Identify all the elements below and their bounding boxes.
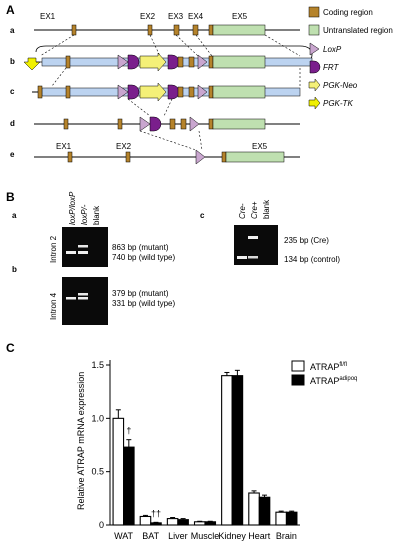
y-tick-label: 1.0 (91, 413, 104, 423)
legend-pgk-tk-icon (308, 96, 321, 110)
lane-label-loxp-minus: loxP/- (80, 204, 89, 225)
lane-label-blank-right: blank (262, 199, 271, 219)
gel-label-intron2: Intron 2 (49, 235, 58, 263)
legend-label-adipoq: ATRAPadipoq (310, 376, 357, 386)
band-label-control: 134 bp (control) (284, 255, 340, 264)
bar (166, 518, 179, 526)
bar (231, 375, 244, 526)
legend-label-frt: FRT (323, 63, 340, 72)
x-tick-label: BAT (142, 531, 159, 541)
guides-b-c (51, 67, 301, 87)
row-e-exon-label-2: EX2 (116, 142, 132, 151)
row-label-e: e (10, 150, 15, 159)
bar (123, 446, 135, 526)
bar (285, 511, 298, 526)
legend-label-utr: Untranslated region (323, 26, 393, 35)
significance-mark: † (126, 426, 131, 436)
gene-row-e (34, 149, 300, 165)
gene-row-d (34, 116, 300, 132)
exon-label-3: EX3 (168, 12, 184, 21)
row-e-exon-label-1: EX1 (56, 142, 72, 151)
gel-intron2 (62, 227, 108, 267)
band-label-cre: 235 bp (Cre) (284, 236, 329, 245)
legend-panel-a: Coding region Untranslated region LoxP F… (308, 6, 393, 110)
panel-label-b: B (6, 190, 15, 204)
subpanel-label-b-a: a (12, 211, 17, 220)
x-tick-label: Brain (276, 531, 297, 541)
legend-swatch-flfl (291, 360, 305, 372)
legend-swatch-utr (308, 24, 320, 36)
legend-pgk-neo-icon (308, 78, 321, 92)
significance-mark: †† (151, 508, 161, 518)
guides-a-b (39, 34, 301, 57)
exon-label-1: EX1 (40, 12, 56, 21)
x-tick-label: Muscle (191, 531, 220, 541)
legend-label-loxp: LoxP (323, 45, 342, 54)
panel-label-c: C (6, 341, 15, 355)
panel-label-a: A (6, 3, 15, 17)
row-label-c: c (10, 87, 15, 96)
x-tick-label: Kidney (218, 531, 246, 541)
band-label-intron4-mutant: 379 bp (mutant) (112, 289, 169, 298)
exon-label-4: EX4 (188, 12, 204, 21)
gene-row-c (32, 82, 301, 102)
bar (221, 375, 233, 526)
row-label-b: b (10, 57, 15, 66)
band-label-intron2-wt: 740 bp (wild type) (112, 253, 175, 262)
subpanel-label-b-c: c (200, 211, 205, 220)
x-tick-label: Heart (248, 531, 271, 541)
y-tick-label: 0.5 (91, 467, 104, 477)
bar (139, 515, 152, 526)
band-label-intron4-wt: 331 bp (wild type) (112, 299, 175, 308)
guides-c-d (127, 98, 173, 117)
x-tick-label: Liver (168, 531, 188, 541)
legend-label-pgk-tk: PGK-TK (323, 99, 353, 108)
lane-label-cre-minus: Cre- (238, 203, 247, 219)
gene-row-b (23, 45, 313, 72)
bar (193, 521, 206, 526)
row-e-exon-label-5: EX5 (252, 142, 268, 151)
gel-label-intron4: Intron 4 (49, 292, 58, 320)
lane-label-loxp-loxp: loxP/loxP (68, 191, 77, 225)
row-label-a: a (10, 26, 15, 35)
legend-label-pgk-neo: PGK-Neo (323, 81, 358, 90)
y-tick-label: 1.5 (91, 360, 104, 370)
bar (150, 522, 162, 526)
row-label-d: d (10, 119, 15, 128)
guides-d-e (139, 130, 203, 151)
subpanel-label-b-b: b (12, 265, 17, 274)
legend-loxp-icon (309, 42, 320, 56)
gel-intron4 (62, 277, 108, 325)
exon-label-2: EX2 (140, 12, 156, 21)
bar (248, 492, 260, 526)
gel-cre (234, 225, 278, 265)
legend-swatch-coding (308, 6, 320, 18)
y-tick-label: 0 (99, 520, 104, 530)
x-tick-label: WAT (114, 531, 133, 541)
legend-label-coding: Coding region (323, 8, 373, 17)
bar (275, 511, 287, 526)
legend-label-flfl: ATRAPfl/fl (310, 362, 347, 372)
exon-label-5: EX5 (232, 12, 248, 21)
lane-label-blank-left: blank (92, 205, 101, 225)
bar (258, 496, 271, 526)
lane-label-cre-plus: Cre+ (250, 201, 259, 219)
bar (177, 519, 189, 526)
legend-swatch-adipoq (291, 374, 305, 386)
band-label-intron2-mutant: 863 bp (mutant) (112, 243, 169, 252)
gene-row-a (34, 24, 300, 36)
y-axis-label: Relative ATRAP mRNA expression (76, 372, 86, 510)
bar (112, 417, 125, 526)
legend-panel-c: ATRAPfl/fl ATRAPadipoq (291, 360, 357, 386)
bar (204, 521, 217, 526)
legend-frt-icon (309, 60, 321, 74)
